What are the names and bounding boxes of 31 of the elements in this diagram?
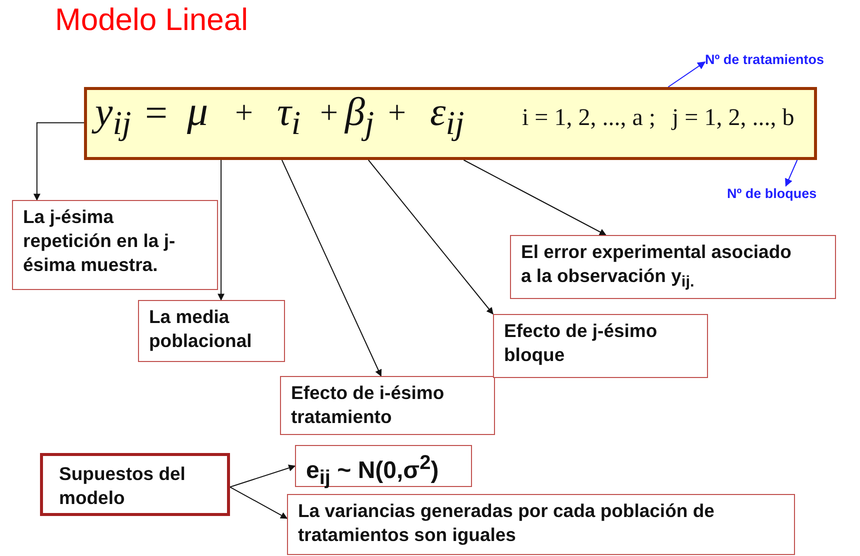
leader-arrow <box>230 486 288 519</box>
formula-box: e$_{ij}$ ~ N(0,σ$^{2}$) <box>295 445 472 487</box>
leader-arrow <box>463 160 606 236</box>
arrow <box>668 61 706 88</box>
leader-arrow <box>230 464 296 488</box>
plus-sign: + <box>235 94 254 131</box>
explanation-box: El error experimental asociado a la observación y$_{ij.}$ <box>510 235 836 299</box>
title: Modelo Lineal <box>55 2 248 38</box>
arrow <box>785 160 798 187</box>
equals-sign: = <box>145 89 168 136</box>
plus-sign: + <box>320 94 338 131</box>
equation-symbol: β$_{j}$ <box>345 88 374 143</box>
explanation-box: La variancias generadas por cada población de tratamientos son iguales <box>287 494 795 555</box>
equation-symbol: τ$_{i}$ <box>277 88 301 143</box>
index-range: j = 1, 2, ..., b <box>672 105 794 132</box>
index-range: i = 1, 2, ..., a ; <box>522 105 656 132</box>
leader-arrow <box>281 160 382 377</box>
leader-arrow <box>33 122 84 201</box>
annotation-text: Nº de bloques <box>727 186 847 201</box>
explanation-box: La media poblacional <box>138 300 285 362</box>
leader-arrow <box>368 160 494 315</box>
equation-box <box>84 87 817 160</box>
explanation-box: Efecto de j-ésimo bloque <box>493 314 708 378</box>
explanation-box: Efecto de i-ésimo tratamiento <box>280 376 495 435</box>
equation-symbol: ε$_{ij}$ <box>430 88 464 143</box>
plus-sign: + <box>388 94 406 131</box>
explanation-box: La j-ésima repetición en la j-ésima muestra. <box>12 200 218 290</box>
heading-box: Supuestos del modelo <box>40 453 230 516</box>
leader-arrow <box>218 160 225 301</box>
annotation-text: Nº de tratamientos <box>705 52 855 67</box>
equation-symbol: μ <box>187 88 208 136</box>
